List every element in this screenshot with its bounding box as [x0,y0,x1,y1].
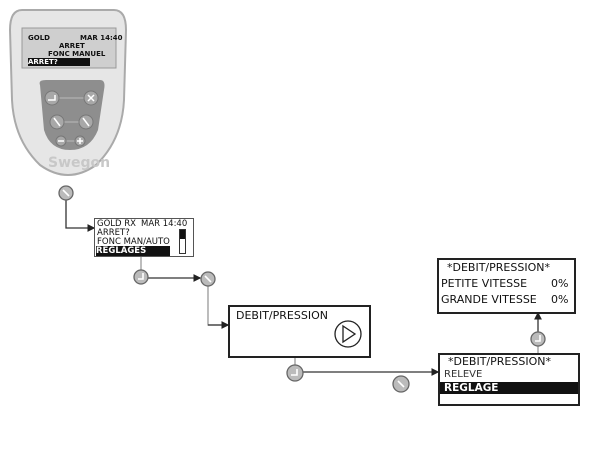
row-label: PETITE VITESSE [441,277,528,290]
menu-main: GOLD RX MAR 14:40 ARRET? FONC MAN/AUTO R… [94,218,194,257]
menu-title: DEBIT/PRESSION [236,309,328,322]
menu-item[interactable]: ARRET? [97,228,130,238]
menu-header-left: GOLD RX [97,219,136,229]
device-screen-line2: ARRET [59,42,85,50]
menu-debit-pression: DEBIT/PRESSION [228,305,371,358]
device-screen-line1-left: GOLD [28,34,50,42]
row-value[interactable]: 0% [551,293,569,306]
device-screen-selected: ARRET? [28,58,90,66]
row-label: GRANDE VITESSE [441,293,537,306]
menu-speed-settings: *DEBIT/PRESSION* PETITE VITESSE 0% GRAND… [437,258,576,314]
menu-title: *DEBIT/PRESSION* [448,355,551,368]
device-screen-line3: FONC MANUEL [48,50,106,58]
enter-button-icon [286,364,304,382]
menu-item-selected[interactable]: REGLAGES [96,246,170,256]
row-value[interactable]: 0% [551,277,569,290]
enter-button-icon [133,269,149,285]
brand-logo: Swegon [48,155,111,171]
menu-debit-pression-options: *DEBIT/PRESSION* RELEVE REGLAGE [438,353,580,406]
menu-item[interactable]: FONC MAN/AUTO [97,237,170,247]
menu-item-selected[interactable]: REGLAGE [440,382,578,394]
enter-button-icon [530,331,546,347]
menu-title: *DEBIT/PRESSION* [447,261,550,274]
device-screen-line1-right: MAR 14:40 [80,34,123,42]
menu-item[interactable]: RELEVE [444,369,483,380]
scrollbar[interactable] [179,229,186,254]
enter-key-icon[interactable] [44,90,60,106]
menu-header-right: MAR 14:40 [141,219,188,229]
play-circle-icon [334,320,362,348]
